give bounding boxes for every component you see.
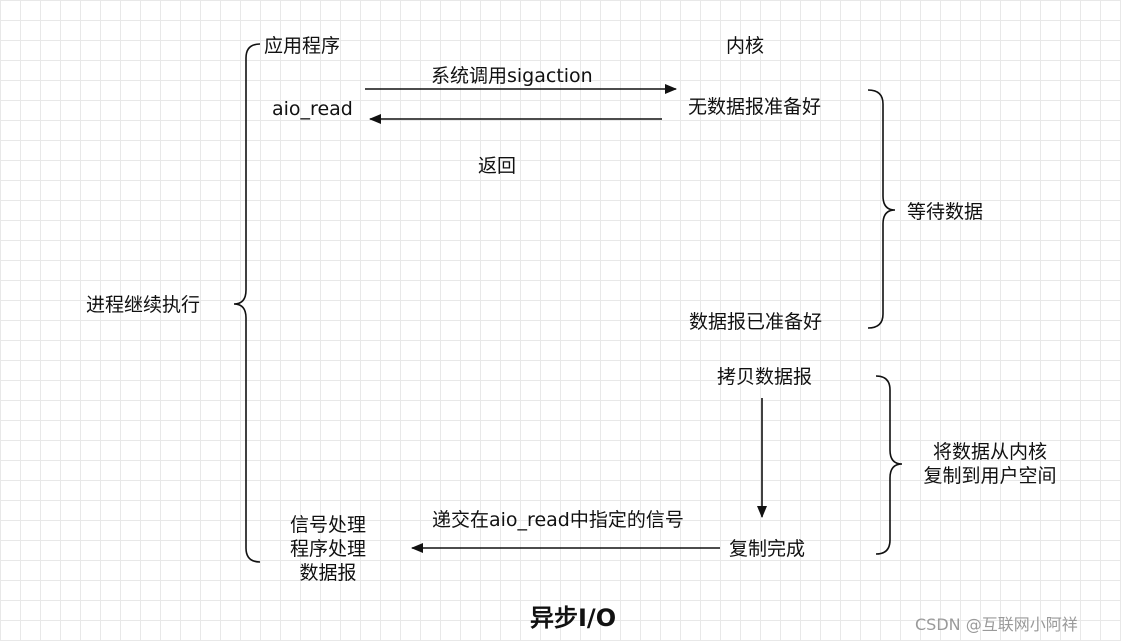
app-label: 应用程序: [264, 35, 341, 57]
wait-data-label: 等待数据: [907, 201, 984, 223]
continue-exec-label: 进程继续执行: [86, 294, 201, 316]
kernel-label: 内核: [726, 35, 765, 57]
syscall-label: 系统调用sigaction: [431, 65, 593, 87]
signal-handler-line-1: 信号处理: [289, 514, 366, 536]
copy-description: 将数据从内核 复制到用户空间: [910, 440, 1070, 488]
copy-complete-label: 复制完成: [729, 538, 806, 560]
no-datagram-label: 无数据报准备好: [688, 96, 822, 118]
diagram-title: 异步I/O: [530, 604, 617, 632]
copy-description-line-1: 将数据从内核: [932, 441, 1047, 463]
deliver-signal-label: 递交在aio_read中指定的信号: [432, 509, 684, 531]
wait-data-brace: [867, 89, 896, 329]
signal-handler-line-3: 数据报: [299, 562, 357, 584]
return-label: 返回: [478, 155, 517, 177]
datagram-ready-label: 数据报已准备好: [689, 311, 823, 333]
copy-datagram-label: 拷贝数据报: [717, 366, 813, 388]
signal-handler-label: 信号处理 程序处理 数据报: [278, 513, 378, 585]
aio-read-label: aio_read: [272, 98, 353, 120]
continue-exec-brace: [233, 43, 261, 563]
copy-description-line-2: 复制到用户空间: [923, 465, 1057, 487]
signal-handler-line-2: 程序处理: [289, 538, 366, 560]
copy-data-brace: [875, 375, 903, 555]
watermark: CSDN @互联网小阿祥: [915, 615, 1078, 634]
